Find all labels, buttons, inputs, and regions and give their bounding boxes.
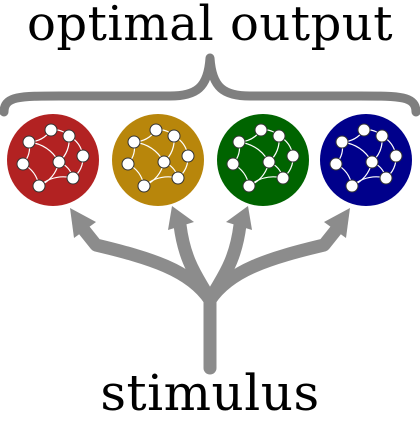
network-node bbox=[375, 129, 389, 143]
network-node bbox=[335, 135, 349, 149]
network-node bbox=[149, 123, 163, 137]
network-node bbox=[262, 155, 276, 169]
arrowheads bbox=[70, 206, 350, 238]
network-node bbox=[66, 171, 80, 185]
networks-group bbox=[7, 114, 412, 206]
arrowhead-gold bbox=[168, 206, 194, 230]
network-node bbox=[254, 123, 268, 137]
arrowhead-blue bbox=[324, 208, 350, 238]
network-node bbox=[62, 129, 76, 143]
network-node bbox=[167, 129, 181, 143]
network-node bbox=[276, 171, 290, 185]
network-node bbox=[389, 149, 403, 163]
network-node bbox=[121, 157, 135, 171]
network-node bbox=[226, 157, 240, 171]
network-node bbox=[22, 135, 36, 149]
network-node bbox=[76, 149, 90, 163]
network-node bbox=[52, 155, 66, 169]
stimulus-label: stimulus bbox=[100, 364, 320, 422]
network-node bbox=[181, 149, 195, 163]
optimal-output-label: optimal output bbox=[26, 0, 394, 52]
network-node bbox=[365, 155, 379, 169]
network-node bbox=[272, 129, 286, 143]
network-node bbox=[157, 155, 171, 169]
network-node bbox=[44, 123, 58, 137]
arrowhead-green bbox=[226, 206, 252, 230]
curly-brace bbox=[0, 53, 420, 117]
network-node bbox=[137, 179, 151, 193]
network-node bbox=[329, 157, 343, 171]
green-network bbox=[217, 114, 309, 206]
network-node bbox=[16, 157, 30, 171]
network-node bbox=[32, 179, 46, 193]
gold-network bbox=[112, 114, 204, 206]
network-node bbox=[242, 179, 256, 193]
blue-network bbox=[320, 114, 412, 206]
network-node bbox=[345, 179, 359, 193]
stimulus-arrows bbox=[73, 218, 347, 375]
network-node bbox=[379, 171, 393, 185]
network-node bbox=[286, 149, 300, 163]
network-node bbox=[232, 135, 246, 149]
network-node bbox=[171, 171, 185, 185]
red-network bbox=[7, 114, 99, 206]
arrow-to-blue bbox=[203, 218, 347, 307]
network-node bbox=[127, 135, 141, 149]
arrowhead-red bbox=[70, 208, 96, 238]
network-node bbox=[357, 123, 371, 137]
